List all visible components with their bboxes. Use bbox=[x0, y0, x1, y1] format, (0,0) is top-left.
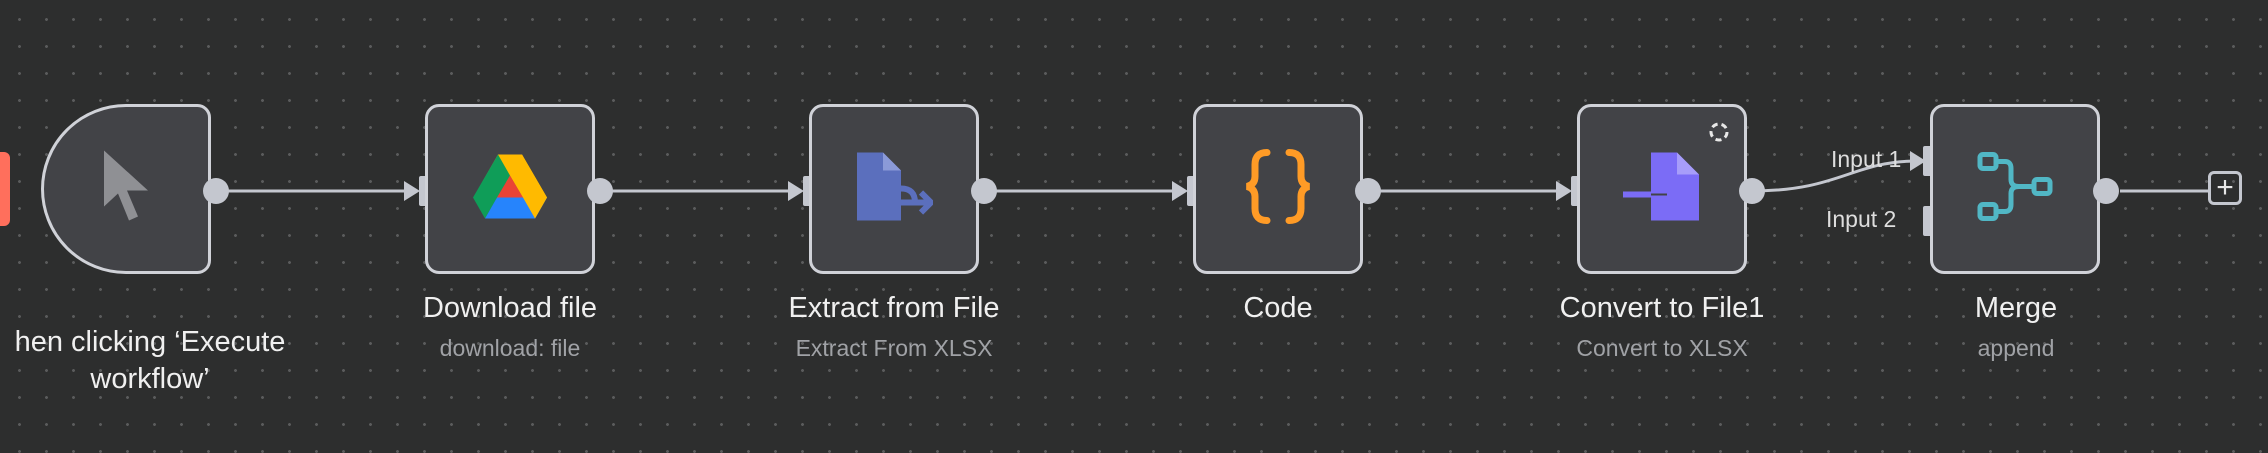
convert-output-port[interactable] bbox=[1739, 178, 1765, 204]
trigger-status-tag bbox=[0, 152, 10, 226]
node-download-sublabel: download: file bbox=[439, 335, 581, 361]
arrowhead bbox=[788, 181, 804, 201]
node-extract-sublabel: Extract From XLSX bbox=[795, 335, 993, 361]
node-code-label: Code bbox=[1243, 292, 1313, 324]
pinned-data-icon[interactable] bbox=[1707, 120, 1731, 149]
google-drive-icon bbox=[473, 154, 547, 224]
node-extract-label: Extract from File bbox=[788, 292, 1000, 324]
node-download-file[interactable] bbox=[425, 104, 595, 274]
merge-input2-label: Input 2 bbox=[1826, 206, 1897, 232]
extract-file-icon bbox=[855, 151, 936, 228]
arrowhead bbox=[1556, 181, 1572, 201]
convert-file-icon bbox=[1621, 151, 1703, 228]
node-merge-sublabel: append bbox=[1977, 335, 2055, 361]
arrowhead bbox=[404, 181, 420, 201]
node-convert-label: Convert to File1 bbox=[1559, 292, 1765, 324]
node-code[interactable] bbox=[1193, 104, 1363, 274]
merge-output-port[interactable] bbox=[2093, 178, 2119, 204]
extract-output-port[interactable] bbox=[971, 178, 997, 204]
arrowhead bbox=[1910, 151, 1926, 171]
merge-input1-label: Input 1 bbox=[1831, 146, 1902, 172]
arrowheads bbox=[404, 151, 1926, 201]
node-merge-label: Merge bbox=[1974, 292, 2058, 324]
connections bbox=[216, 159, 2208, 193]
node-convert-sublabel: Convert to XLSX bbox=[1576, 335, 1748, 361]
connection-convert-merge[interactable] bbox=[1751, 159, 1919, 193]
trigger-output-port[interactable] bbox=[203, 178, 229, 204]
node-download-label: Download file bbox=[422, 292, 598, 324]
merge-icon bbox=[1977, 151, 2053, 228]
code-output-port[interactable] bbox=[1355, 178, 1381, 204]
node-extract-from-file[interactable] bbox=[809, 104, 979, 274]
download-output-port[interactable] bbox=[587, 178, 613, 204]
node-convert-to-file[interactable] bbox=[1577, 104, 1747, 274]
add-node-button[interactable]: + bbox=[2208, 171, 2242, 205]
cursor-icon bbox=[100, 149, 152, 230]
code-braces-icon bbox=[1243, 149, 1313, 230]
arrowhead bbox=[1172, 181, 1188, 201]
node-trigger-label-text: hen clicking ‘Execute workflow’ bbox=[14, 326, 286, 395]
node-trigger-label: hen clicking ‘Execute workflow’ bbox=[0, 287, 300, 435]
node-trigger[interactable] bbox=[41, 104, 211, 274]
node-merge[interactable] bbox=[1930, 104, 2100, 274]
